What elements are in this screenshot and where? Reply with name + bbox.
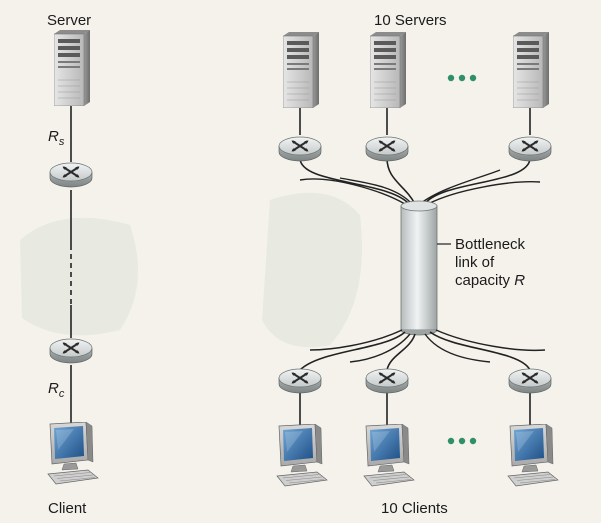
client-computer-icon (364, 424, 414, 486)
client-computer-icon (48, 422, 98, 484)
bottleneck-label-line1: Bottleneck (455, 236, 526, 253)
more-servers-ellipsis (447, 74, 477, 82)
server-icon (513, 32, 549, 108)
bottleneck-link (400, 200, 438, 336)
router-icon (279, 137, 321, 161)
rc-label: Rc (48, 380, 65, 400)
router-icon (509, 137, 551, 161)
client-label: Client (48, 500, 87, 517)
client-computer-icon (277, 424, 327, 486)
clients-count-label: 10 Clients (381, 500, 448, 517)
server-icon (54, 30, 90, 106)
router-icon (50, 339, 92, 363)
rs-label: Rs (48, 128, 65, 148)
bottleneck-label-line3: capacity R (455, 272, 525, 289)
router-icon (366, 137, 408, 161)
router-icon (279, 369, 321, 393)
left-path: Server Rs Rc Client (47, 12, 98, 517)
server-icon (283, 32, 319, 108)
background-watermark (20, 192, 362, 348)
server-icon (370, 32, 406, 108)
router-icon (50, 163, 92, 187)
router-icon (509, 369, 551, 393)
more-clients-ellipsis (447, 437, 477, 445)
servers-count-label: 10 Servers (374, 12, 447, 29)
server-label: Server (47, 12, 91, 29)
bottleneck-label-line2: link of (455, 254, 495, 271)
right-topology: 10 Servers 10 Clients Bottleneck link of… (277, 12, 558, 517)
router-icon (366, 369, 408, 393)
client-computer-icon (508, 424, 558, 486)
